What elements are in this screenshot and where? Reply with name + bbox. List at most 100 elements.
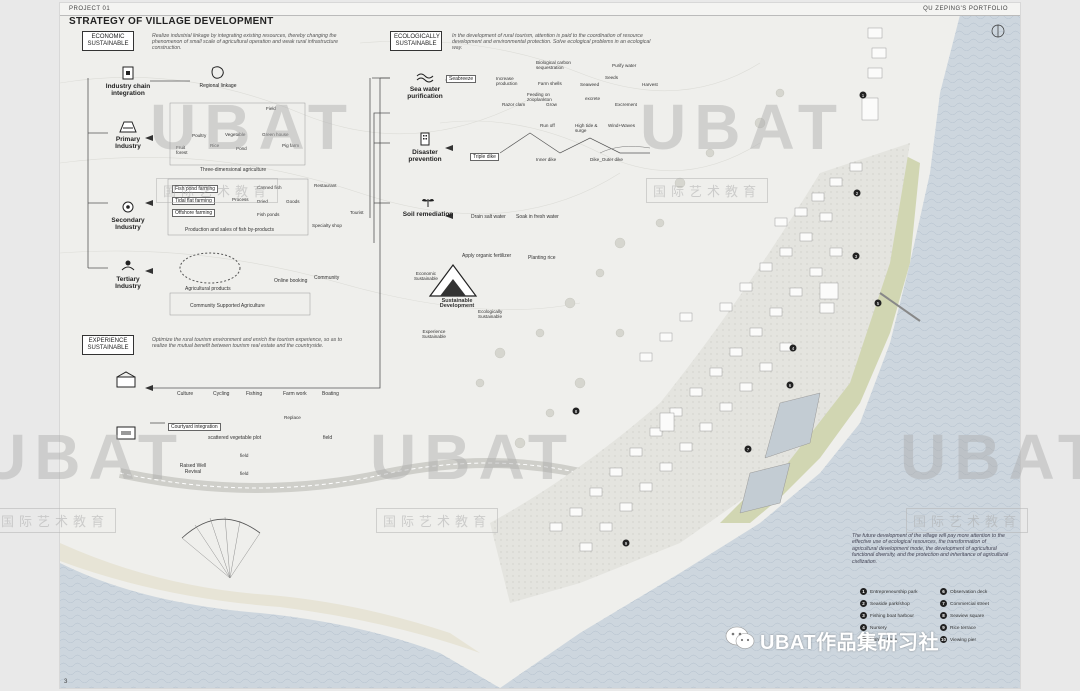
farm-shells-label: Farm shells xyxy=(538,81,562,86)
gear-icon xyxy=(122,201,134,213)
high-tide-label: High tide & surge xyxy=(575,123,598,133)
feeding-label: Feeding on zooplankton xyxy=(527,92,552,102)
tertiary-industry-label: Tertiary Industry xyxy=(115,276,141,290)
experience-description: Optimize the rural tourism environment a… xyxy=(152,337,343,349)
watermark-sub: 国际艺术教育 xyxy=(906,508,1029,533)
greenhouse-label: Green house xyxy=(262,132,289,137)
village-house-icon xyxy=(116,371,136,388)
page-number: 3 xyxy=(64,679,68,685)
boating-label: Boating xyxy=(322,391,339,397)
disaster-prevention-node: Disaster prevention xyxy=(397,131,453,163)
ecological-description: In the development of rural tourism, att… xyxy=(452,33,651,51)
watermark-sub: 国际艺术教育 xyxy=(646,178,769,203)
map-region-icon xyxy=(211,66,224,79)
seabreeze-tag: Seabreeze xyxy=(446,75,477,83)
raised-well-label: Raised Well Revival xyxy=(179,463,207,475)
specialty-shop-label: Specialty shop xyxy=(312,223,342,228)
svg-text:9: 9 xyxy=(625,541,628,546)
watermark-text: UBAT xyxy=(150,91,355,163)
primary-industry-node: Primary Industry xyxy=(108,118,148,150)
three-dimensional-agriculture-label: Three-dimensional agriculture xyxy=(200,167,267,173)
drain-salt-water-label: Drain salt water xyxy=(471,214,506,220)
offshore-farming-tag: Offshore farming xyxy=(172,209,216,217)
svg-text:2: 2 xyxy=(856,191,859,196)
outer-dike-label: Dike_Outer dike xyxy=(590,157,623,162)
field3-label: field xyxy=(240,471,249,476)
factory-icon xyxy=(122,66,134,80)
building-icon xyxy=(420,132,430,146)
biological-carbon-label: Biological carbon sequestration xyxy=(536,60,571,70)
byproducts-label: Production and sales of fish by-products xyxy=(185,227,274,233)
primary-industry-label: Primary Industry xyxy=(115,136,141,150)
watermark-sub: 国际艺术教育 xyxy=(0,508,117,533)
soil-remediation-node: Soil remediation xyxy=(400,193,456,218)
water-icon xyxy=(416,73,434,83)
field-label-exp: field xyxy=(323,435,333,441)
dried-label: Dried xyxy=(257,199,268,204)
map-description: The future development of the village wi… xyxy=(852,533,1009,565)
ecological-sustainable-label: Ecologically Sustainable xyxy=(478,309,503,319)
svg-text:6: 6 xyxy=(789,383,792,388)
portfolio-label: QU ZEPING'S PORTFOLIO xyxy=(923,6,1008,12)
harvest-label: Harvest xyxy=(642,82,658,87)
agricultural-products-label: Agricultural products xyxy=(185,286,231,292)
sustainable-development-label: Sustainable Development xyxy=(439,298,475,309)
seeds-label: Seeds xyxy=(605,75,619,80)
brand-watermark: UBAT作品集研习社 xyxy=(760,632,940,654)
courtyard-integration-tag: Courtyard integration xyxy=(168,423,221,431)
grow-label: Grow xyxy=(546,102,557,107)
svg-text:5: 5 xyxy=(877,301,880,306)
svg-text:8: 8 xyxy=(575,409,578,414)
fish-pond-farming-tag: Fish pond farming xyxy=(172,185,219,193)
svg-text:1: 1 xyxy=(862,93,865,98)
seaweed-label: Seaweed xyxy=(580,82,600,87)
triple-dike-tag: Triple dike xyxy=(470,153,499,161)
experience-sustainable-label: Experience Sustainable xyxy=(421,329,446,339)
sprout-icon xyxy=(422,199,434,207)
svg-text:3: 3 xyxy=(855,254,858,259)
regional-linkage-node: Regional linkage xyxy=(188,65,248,90)
tidal-flat-farming-tag: Tidal flat farming xyxy=(172,197,215,205)
restaurant-label: Restaurant xyxy=(314,183,337,188)
canned-fish-label: Canned fish xyxy=(257,185,282,190)
courtyard-icon xyxy=(116,426,136,440)
razor-clam-label: Razor clam xyxy=(502,102,526,107)
watermark-sub: 国际艺术教育 xyxy=(376,508,499,533)
hand-icon xyxy=(121,260,135,271)
watermark-text: UBAT xyxy=(640,91,845,163)
svg-text:4: 4 xyxy=(792,346,795,351)
regional-linkage-label: Regional linkage xyxy=(199,83,237,89)
poultry-label: Poultry xyxy=(192,133,207,138)
vegetable-label: Vegetable xyxy=(225,132,246,137)
sea-water-label: Sea water purification xyxy=(407,86,443,100)
watermark-text: UBAT xyxy=(0,421,185,493)
loop-diagram xyxy=(179,252,241,284)
industry-chain-node: Industry chain integration xyxy=(98,65,158,97)
page-title: STRATEGY OF VILLAGE DEVELOPMENT xyxy=(69,16,274,27)
sea-water-node: Sea water purification xyxy=(400,68,450,100)
replace-label: Replace xyxy=(284,415,301,420)
scattered-vegetable-plot-label: scattered vegetable plot xyxy=(208,435,262,441)
fishing-label: Fishing xyxy=(246,391,263,397)
ecological-tag: ECOLOGICALLY SUSTAINABLE xyxy=(390,31,442,51)
cycling-label: Cycling xyxy=(213,391,230,397)
field-label: Field xyxy=(266,106,276,111)
economic-tag: ECONOMIC SUSTAINABLE xyxy=(82,31,134,51)
farm-work-label: Farm work xyxy=(283,391,307,397)
svg-text:7: 7 xyxy=(747,447,750,452)
village-masterplan-map: 1 2 3 5 4 6 7 9 8 xyxy=(60,15,1020,688)
project-label: PROJECT 01 xyxy=(69,6,111,12)
csa-label: Community Supported Agriculture xyxy=(190,303,265,309)
soak-fresh-water-label: Soak in fresh water xyxy=(516,214,559,220)
community-label: Community xyxy=(314,275,340,281)
excrement-label: Excrement xyxy=(615,102,637,107)
